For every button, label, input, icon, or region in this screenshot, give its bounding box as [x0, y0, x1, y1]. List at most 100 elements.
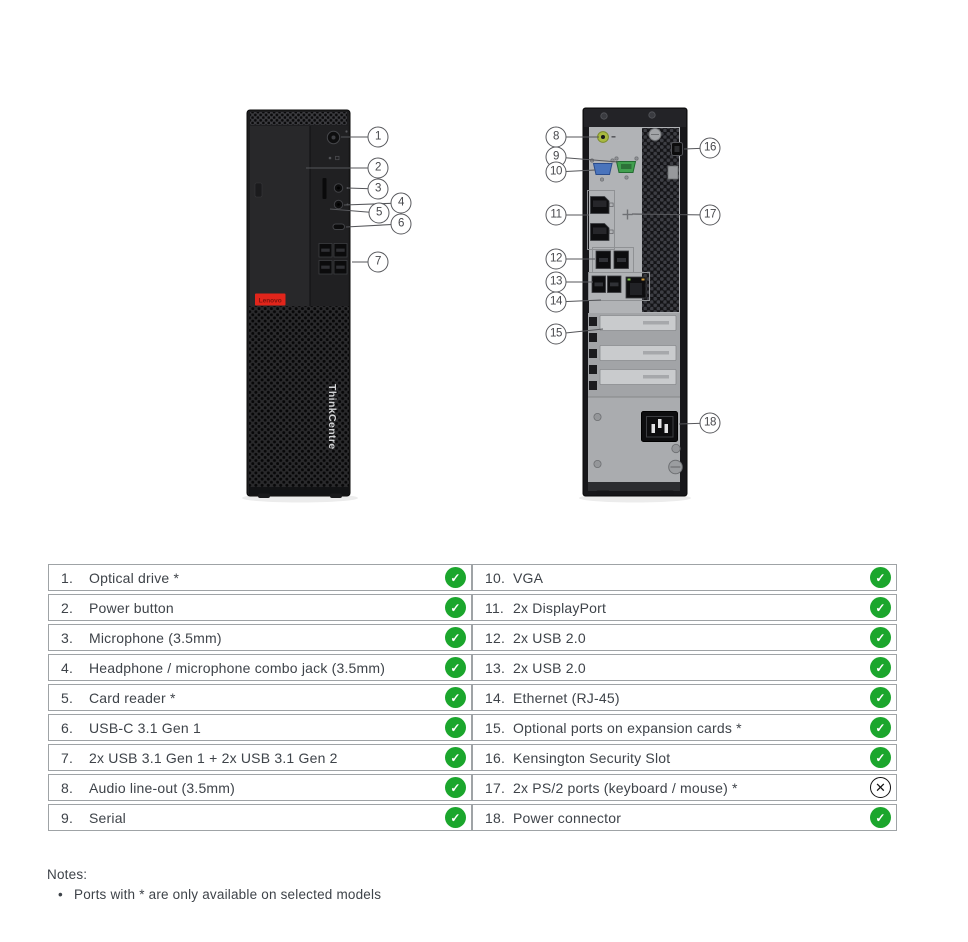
status-icon: ✓ [870, 687, 891, 708]
status-icon: ✓ [445, 597, 466, 618]
drive-led [328, 156, 332, 160]
rear-tower [579, 107, 691, 503]
row-number: 11. [485, 599, 505, 616]
callout-5: 5 [368, 202, 390, 224]
row-number: 4. [61, 659, 74, 676]
callout-8: 8 [545, 126, 567, 148]
status-icon: ✓ [445, 717, 466, 738]
audio-line-out-jack [597, 131, 609, 143]
serial-port [615, 161, 637, 173]
ps2-position-marker [622, 209, 633, 220]
power-connector-inlet [641, 411, 678, 442]
leader-lines [306, 136, 711, 425]
callout-16: 16 [699, 137, 721, 159]
row-number: 12. [485, 629, 506, 646]
status-icon: ✓ [870, 597, 891, 618]
status-icon: ✓ [870, 747, 891, 768]
ethernet-port [625, 276, 647, 299]
status-icon: ✓ [445, 687, 466, 708]
row-label: 2x USB 2.0 [513, 659, 586, 676]
note-item: • Ports with * are only available on sel… [47, 887, 381, 902]
callout-2: 2 [367, 157, 389, 179]
front-usb-ports [318, 243, 348, 275]
table-row: 7.2x USB 3.1 Gen 1 + 2x USB 3.1 Gen 2✓ 1… [48, 744, 897, 771]
row-label: 2x USB 2.0 [513, 629, 586, 646]
row-label: Ethernet (RJ-45) [513, 689, 620, 706]
table-row: 1. Optical drive * ✓ 10. VGA ✓ [48, 564, 897, 591]
callout-14: 14 [545, 291, 567, 313]
row-label: Audio line-out (3.5mm) [89, 779, 236, 796]
row-number: 16. [485, 749, 506, 766]
bullet: • [58, 887, 63, 902]
status-icon: ✓ [870, 807, 891, 828]
row-number: 1. [61, 569, 74, 586]
callout-3: 3 [367, 178, 389, 200]
row-label: Card reader * [89, 689, 176, 706]
notes-title: Notes: [47, 867, 88, 882]
status-icon: ✓ [445, 657, 466, 678]
usb-c-port [332, 223, 345, 230]
row-label: Serial [89, 809, 126, 826]
row-number: 10. [485, 569, 506, 586]
front-grille [249, 306, 349, 489]
row-label: Headphone / microphone combo jack (3.5mm… [89, 659, 386, 676]
row-label: Kensington Security Slot [513, 749, 671, 766]
card-reader-slot [322, 178, 327, 199]
thumbscrew [648, 128, 662, 141]
row-number: 18. [485, 809, 506, 826]
row-label: 2x DisplayPort [513, 599, 607, 616]
row-number: 6. [61, 719, 74, 736]
table-row: 5. Card reader * ✓ 14. Ethernet (RJ-45) ✓ [48, 684, 897, 711]
status-icon: ✓ [870, 657, 891, 678]
power-button [326, 130, 341, 145]
usb2-ports-lower [591, 275, 622, 293]
row-number: 2. [61, 599, 74, 616]
headphone-jack [333, 199, 344, 210]
table-row: 6.USB-C 3.1 Gen 1✓ 15.Optional ports on … [48, 714, 897, 741]
io-panel [589, 127, 680, 313]
rear-vent [642, 128, 679, 312]
status-icon: ✓ [870, 717, 891, 738]
note-text: Ports with * are only available on selec… [74, 887, 382, 902]
table-row: 3.Microphone (3.5mm)✓ 12.2x USB 2.0✓ [48, 624, 897, 651]
status-icon: ✓ [870, 627, 891, 648]
top-vent [250, 112, 347, 125]
status-icon: ✓ [445, 747, 466, 768]
callout-6: 6 [390, 213, 412, 235]
row-label: Microphone (3.5mm) [89, 629, 222, 646]
callout-1: 1 [367, 126, 389, 148]
notes: Notes: • Ports with * are only available… [47, 867, 381, 902]
table-row: 8.Audio line-out (3.5mm)✓ 17.2x PS/2 por… [48, 774, 897, 801]
callout-12: 12 [545, 248, 567, 270]
callout-11: 11 [545, 204, 567, 226]
row-label: VGA [513, 569, 544, 586]
vga-port [592, 163, 613, 175]
eject-button [254, 182, 263, 198]
device-illustration: Lenovo ThinkCentre [242, 107, 711, 503]
row-label: 2x PS/2 ports (keyboard / mouse) * [513, 779, 738, 796]
callout-15: 15 [545, 323, 567, 345]
row-label: USB-C 3.1 Gen 1 [89, 719, 201, 736]
displayport-ports [590, 196, 610, 241]
row-label: Power connector [513, 809, 622, 826]
row-number: 14. [485, 689, 506, 706]
row-label: 2x USB 3.1 Gen 1 + 2x USB 3.1 Gen 2 [89, 749, 338, 766]
kensington-slot [671, 142, 683, 156]
lenovo-badge [255, 293, 286, 306]
status-icon: ✕ [870, 777, 891, 798]
row-number: 9. [61, 809, 74, 826]
row-label: Power button [89, 599, 174, 616]
status-icon: ✓ [445, 807, 466, 828]
row-label: Optional ports on expansion cards * [513, 719, 742, 736]
expansion-slot-area [588, 313, 680, 397]
row-label: Optical drive * [89, 569, 180, 586]
table-row: 9. Serial ✓ 18. Power connector ✓ [48, 804, 897, 831]
row-number: 5. [61, 689, 74, 706]
row-number: 3. [61, 629, 74, 646]
status-icon: ✓ [445, 567, 466, 588]
row-number: 17. [485, 779, 506, 796]
status-icon: ✓ [870, 567, 891, 588]
microphone-jack [333, 183, 344, 193]
optical-drive [250, 126, 310, 306]
